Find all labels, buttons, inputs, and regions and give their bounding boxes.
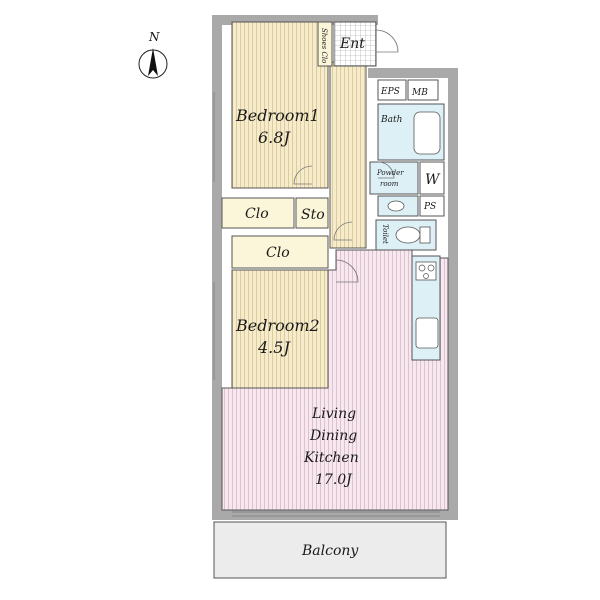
bedroom1-size: 6.8J	[258, 128, 291, 147]
powder-label-1: Powder	[376, 169, 404, 177]
compass-label: N	[148, 30, 160, 44]
storage-label: Sto	[301, 207, 325, 223]
shoes-closet	[317, 21, 333, 67]
exterior-walls	[212, 15, 458, 520]
bedroom2-floor	[231, 269, 329, 389]
bedroom2-label: Bedroom2	[235, 316, 320, 335]
door-swings	[293, 29, 399, 283]
shoes-closet-label: Shoes Clo	[320, 28, 328, 63]
eps-box	[377, 79, 407, 101]
storage-room	[295, 197, 329, 229]
ldk-label-2: Dining	[309, 428, 357, 444]
closet-lower-label: Clo	[266, 245, 290, 261]
sink-icon	[415, 317, 439, 349]
eps-label: EPS	[380, 87, 400, 97]
washer-label: W	[425, 172, 441, 188]
closet-upper	[221, 197, 295, 229]
bedroom2-size: 4.5J	[257, 338, 291, 357]
bedroom1-label: Bedroom1	[235, 106, 320, 125]
bath-label: Bath	[380, 115, 402, 125]
toilet-label: Toilet	[381, 224, 389, 244]
washer-box	[419, 161, 445, 195]
bedroom1-floor	[231, 21, 329, 189]
ldk-size: 17.0J	[315, 472, 353, 488]
toilet-icon	[395, 226, 431, 244]
north-compass-icon: N	[138, 30, 168, 79]
balcony-label: Balcony	[301, 543, 359, 559]
closet-lower	[231, 235, 329, 269]
mb-label: MB	[411, 88, 428, 98]
bathtub-icon	[413, 111, 441, 155]
balcony-floor	[213, 521, 447, 579]
entrance-label: Ent	[339, 36, 365, 52]
stove-icon	[415, 261, 437, 281]
mb-box	[407, 79, 439, 101]
entrance-floor	[333, 21, 377, 67]
ldk-label-1: Living	[311, 406, 356, 422]
windows	[213, 92, 440, 517]
ps-box	[419, 195, 445, 217]
closet-upper-label: Clo	[245, 206, 269, 222]
washbasin-icon	[387, 200, 405, 212]
corridor-floor	[329, 61, 367, 249]
ps-label: PS	[423, 202, 436, 212]
powder-label-2: room	[380, 180, 399, 188]
ldk-label-3: Kitchen	[303, 450, 359, 466]
